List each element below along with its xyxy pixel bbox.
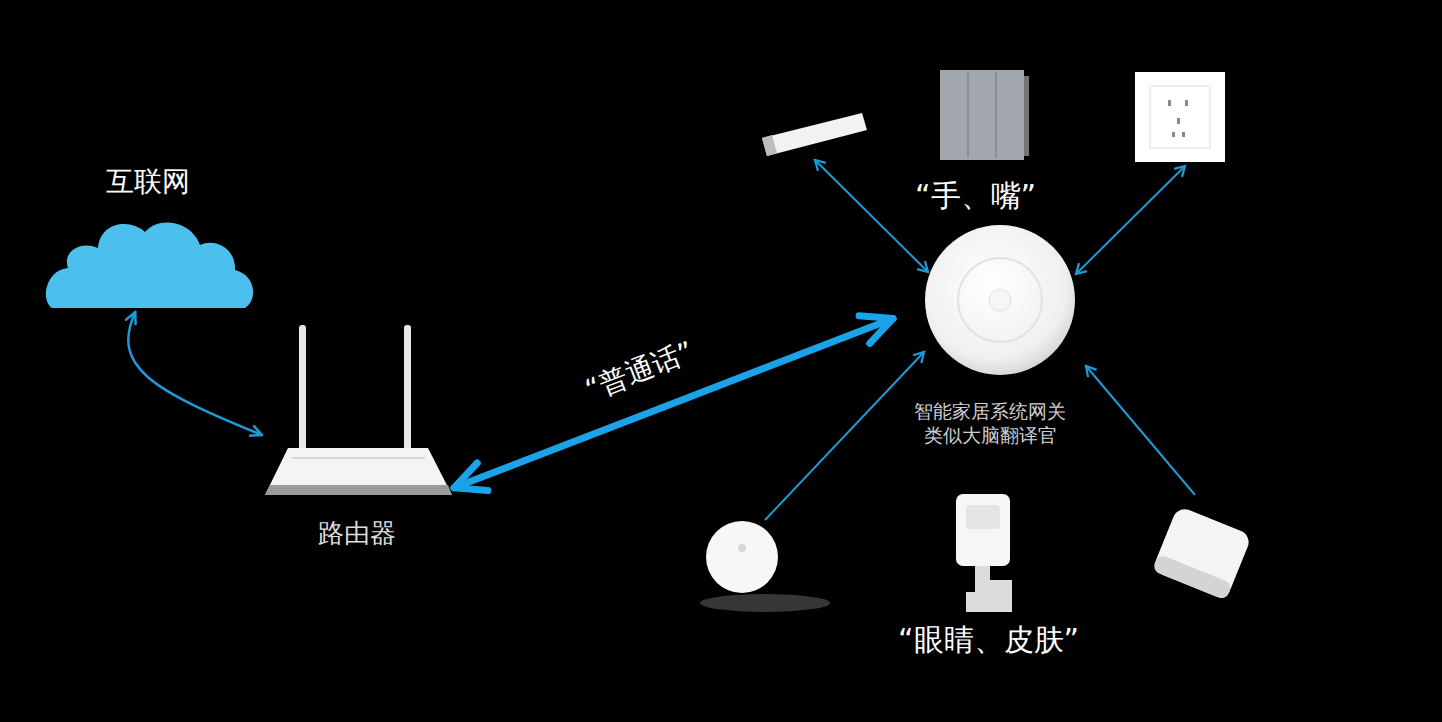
node-label: 智能家居系统网关 类似大脑翻译官	[905, 399, 1075, 448]
router-icon	[265, 325, 452, 495]
device-arrow	[1076, 166, 1185, 274]
temperature-sensor-icon	[1152, 506, 1252, 601]
cloud-node: 互联网	[42, 160, 254, 310]
connector-line	[454, 319, 893, 488]
link-connector	[126, 312, 262, 436]
device-arrow	[765, 352, 924, 520]
body-part-label: “手、嘴”	[915, 176, 1036, 217]
gateway-node: 智能家居系统网关 类似大脑翻译官	[895, 222, 1085, 452]
router-node: 路由器	[262, 395, 452, 555]
curtain-motor-icon	[762, 113, 867, 156]
connector-line	[128, 312, 262, 435]
arrow-head	[126, 312, 136, 324]
gateway-icon	[925, 225, 1075, 375]
switch-icon	[940, 70, 1029, 160]
socket-icon	[1135, 72, 1225, 162]
arrow-head	[250, 426, 262, 436]
water-sensor-icon	[700, 521, 830, 612]
motion-sensor-icon	[956, 494, 1012, 612]
arrow-head	[859, 316, 893, 344]
arrow-head	[454, 463, 488, 491]
cloud-icon	[46, 223, 253, 308]
link-connector	[454, 316, 893, 491]
device-arrow	[815, 160, 928, 272]
node-label: 路由器	[318, 517, 396, 551]
device-arrow	[1086, 366, 1195, 495]
edge-label: “普通话”	[580, 333, 699, 409]
node-label: 互联网	[106, 164, 190, 200]
body-part-label: “眼睛、皮肤”	[898, 620, 1079, 661]
